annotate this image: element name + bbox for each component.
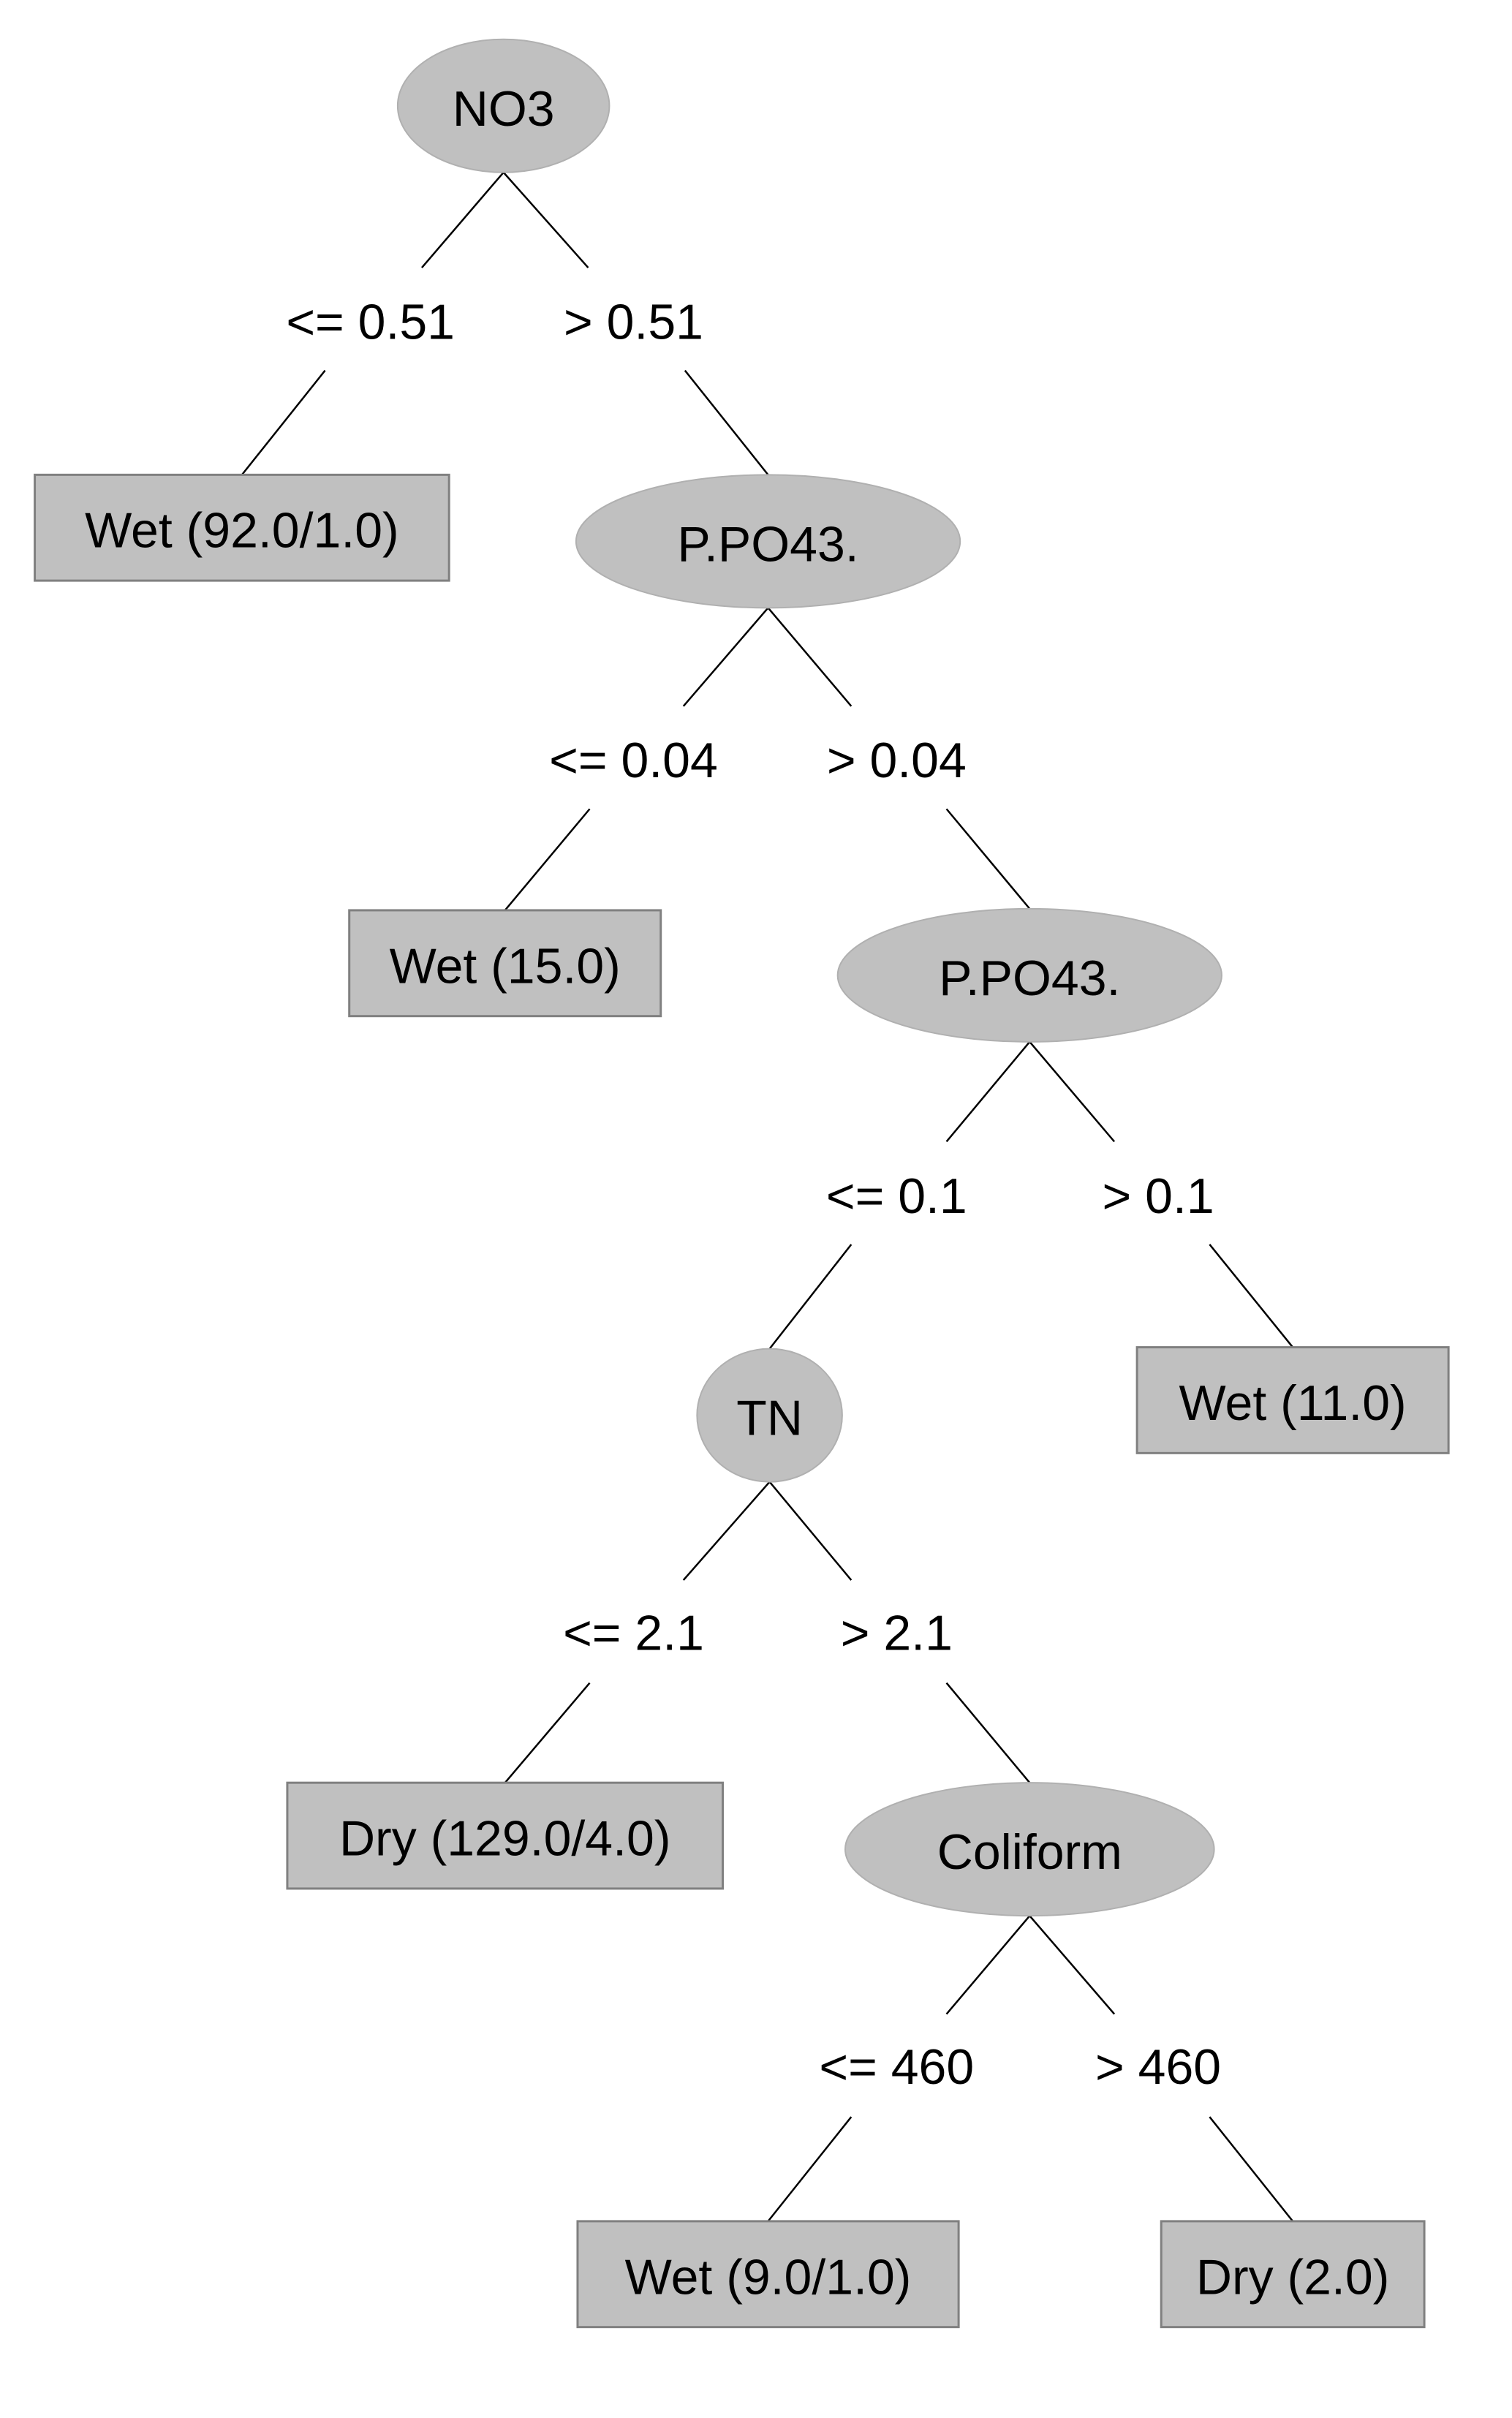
edge-connector-upper <box>767 607 853 707</box>
edge-connector-upper <box>1029 1041 1116 1143</box>
split-node: TN <box>696 1348 843 1483</box>
leaf-label: Wet (15.0) <box>390 938 621 994</box>
edge-condition-label: > 0.51 <box>564 294 703 350</box>
tree-edge: > 0.51 <box>502 171 769 476</box>
tree-edge: <= 460 <box>767 1915 1031 2222</box>
edge-connector-lower <box>945 1682 1031 1783</box>
split-ellipse <box>396 38 611 173</box>
edge-connector-lower <box>504 808 591 911</box>
tree-edge: <= 0.51 <box>241 171 504 476</box>
tree-edge: > 460 <box>1029 1915 1294 2222</box>
split-node: P.PO43. <box>575 474 961 609</box>
split-ellipse <box>844 1782 1215 1917</box>
split-attribute-label: TN <box>736 1391 803 1446</box>
edge-condition-label: <= 0.1 <box>826 1168 967 1224</box>
edge-connector-upper <box>421 171 504 268</box>
split-ellipse <box>696 1348 843 1483</box>
leaf-label: Wet (92.0/1.0) <box>85 503 399 559</box>
edge-connector-upper <box>945 1915 1031 2015</box>
leaf-node: Wet (11.0) <box>1135 1346 1450 1454</box>
edge-condition-label: <= 0.04 <box>549 733 718 788</box>
edge-connector-lower <box>768 1244 853 1350</box>
edges: <= 0.51 > 0.51 <= 0.04 > 0.04 <= 0.1 > 0.1 <= … <box>241 171 1294 2222</box>
edge-connector-lower <box>1209 2116 1294 2222</box>
edge-condition-label: <= 2.1 <box>563 1605 704 1661</box>
edge-condition-label: <= 0.51 <box>286 294 455 350</box>
split-attribute-label: P.PO43. <box>677 516 858 572</box>
edge-connector-lower <box>504 1682 591 1783</box>
leaf-label: Wet (11.0) <box>1179 1375 1407 1431</box>
tree-edge: <= 0.04 <box>504 607 769 911</box>
leaf-label: Dry (129.0/4.0) <box>339 1811 671 1867</box>
edge-connector-upper <box>502 171 589 268</box>
leaf-label: Wet (9.0/1.0) <box>625 2249 912 2305</box>
edge-connector-upper <box>1029 1915 1116 2015</box>
edge-condition-label: > 2.1 <box>841 1605 953 1661</box>
tree-edge: <= 2.1 <box>504 1481 771 1783</box>
leaf-node: Dry (2.0) <box>1160 2220 1426 2329</box>
leaf-box <box>576 2220 960 2329</box>
leaf-node: Dry (129.0/4.0) <box>286 1781 725 1890</box>
leaf-box <box>1135 1346 1450 1454</box>
edge-condition-label: <= 460 <box>819 2039 974 2095</box>
edge-connector-upper <box>682 1481 771 1581</box>
edge-connector-lower <box>684 369 769 476</box>
split-node: NO3 <box>396 38 611 173</box>
split-ellipse <box>836 907 1222 1043</box>
leaf-box <box>348 909 662 1018</box>
split-attribute-label: P.PO43. <box>939 951 1120 1006</box>
tree-edge: > 0.04 <box>767 607 1031 910</box>
tree-edge: <= 0.1 <box>768 1041 1031 1350</box>
edge-condition-label: > 0.04 <box>827 733 967 788</box>
edge-condition-label: > 460 <box>1095 2039 1221 2095</box>
edge-connector-lower <box>767 2116 853 2222</box>
leaf-box <box>34 473 450 582</box>
edge-connector-upper <box>945 1041 1031 1143</box>
tree-edge: > 2.1 <box>768 1481 1031 1783</box>
leaf-label: Dry (2.0) <box>1196 2249 1389 2305</box>
tree-edge: > 0.1 <box>1029 1041 1294 1348</box>
edge-connector-upper <box>768 1481 853 1581</box>
split-attribute-label: Coliform <box>937 1824 1122 1880</box>
split-node: P.PO43. <box>836 907 1222 1043</box>
leaf-node: Wet (15.0) <box>348 909 662 1018</box>
edge-connector-lower <box>945 808 1031 910</box>
edge-connector-lower <box>1209 1244 1294 1348</box>
leaf-box <box>1160 2220 1426 2329</box>
leaf-box <box>286 1781 725 1890</box>
edge-connector-lower <box>241 369 326 476</box>
split-attribute-label: NO3 <box>453 81 555 137</box>
edge-connector-upper <box>682 607 769 707</box>
edge-condition-label: > 0.1 <box>1103 1168 1214 1224</box>
leaf-node: Wet (9.0/1.0) <box>576 2220 960 2329</box>
leaf-node: Wet (92.0/1.0) <box>34 473 450 582</box>
split-node: Coliform <box>844 1782 1215 1917</box>
split-ellipse <box>575 474 961 609</box>
